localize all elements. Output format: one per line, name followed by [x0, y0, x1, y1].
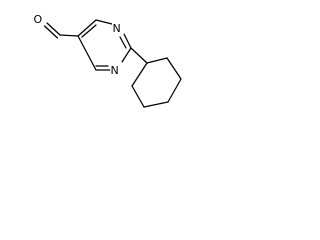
bond-c4-c5: [77, 35, 97, 71]
cyclohexyl-bond-5: [131, 85, 145, 108]
bond-c5-c6-inner: [81, 24, 97, 38]
cyclohexyl-bond-2: [166, 57, 182, 80]
molecule-structure: O N N: [33, 12, 182, 108]
cyclohexyl-bond-1: [146, 57, 168, 64]
n1-label-bg: [112, 20, 124, 34]
cyclohexyl-bond-6: [131, 62, 148, 87]
bond-c6-n1: [95, 19, 113, 25]
cyclohexyl-bond-4: [143, 101, 169, 108]
bond-n1-c2: [123, 33, 132, 49]
cyclohexyl-bond-3: [167, 78, 182, 103]
cyclohexyl-ring: [131, 57, 182, 108]
bond-n1-c2-inner: [119, 36, 127, 49]
bond-cho-ring: [59, 34, 79, 37]
oxygen-label: O: [34, 13, 43, 26]
n1-label: N: [113, 22, 121, 35]
n3-label: N: [111, 64, 119, 77]
atom-labels: O N N: [33, 12, 124, 77]
aldehyde-group: [43, 22, 79, 39]
oxygen-label-bg: [33, 12, 44, 25]
bond-c-o-double-a: [46, 22, 61, 36]
bond-c2-cyclohexyl: [130, 47, 148, 64]
n3-label-bg: [110, 62, 122, 76]
bond-c5-c6: [77, 19, 97, 37]
bond-c-o-double-b: [43, 25, 59, 39]
bond-c2-n3: [121, 47, 132, 63]
pyrimidine-ring: [77, 19, 132, 71]
